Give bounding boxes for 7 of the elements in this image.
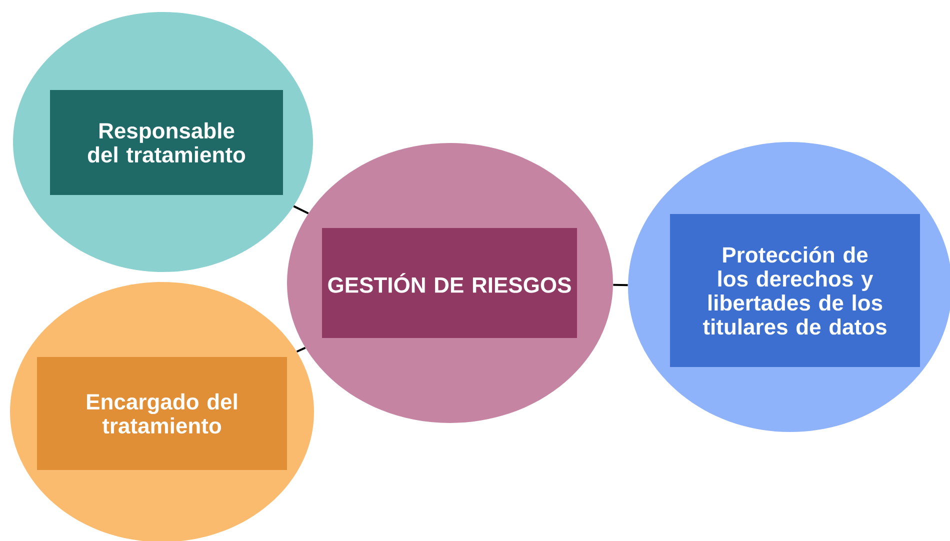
text-box: GESTIÓN DE RIESGOS bbox=[322, 228, 577, 338]
text-box: Encargado del tratamiento bbox=[37, 357, 287, 470]
connector-line bbox=[293, 205, 309, 214]
connector-line bbox=[613, 284, 628, 286]
text-box: Protección de los derechos y libertades de los titulares de datos bbox=[670, 214, 920, 367]
connector-line bbox=[296, 346, 306, 353]
text-box: Responsable del tratamiento bbox=[50, 90, 283, 195]
